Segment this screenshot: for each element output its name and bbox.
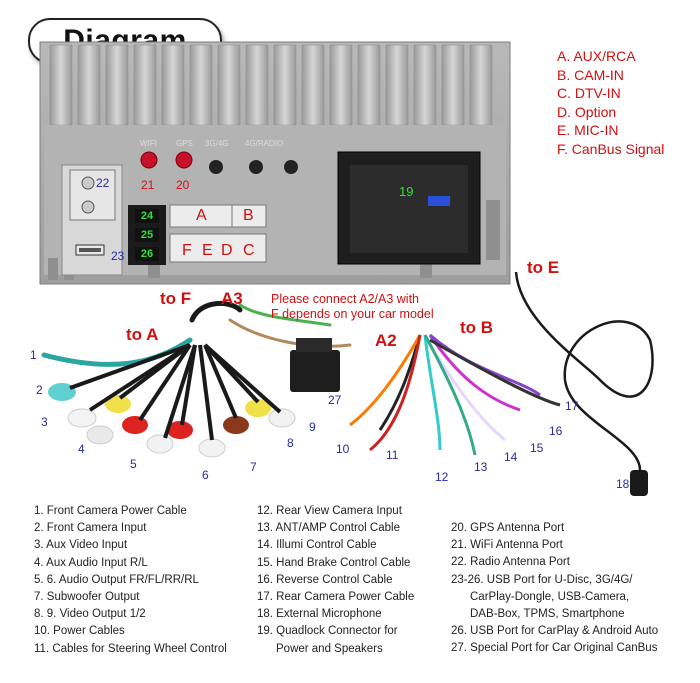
description-item: 11. Cables for Steering Wheel Control — [34, 642, 227, 655]
legend-item: F. CanBus Signal — [557, 140, 665, 157]
port-22-label: 22 — [96, 176, 110, 190]
note-line: F depends on your car model — [271, 307, 434, 321]
cable-6-label: 6 — [202, 468, 209, 482]
description-item: CarPlay-Dongle, USB-Camera, — [470, 590, 630, 603]
port-26-label: 26 — [135, 247, 159, 261]
connector-e: E — [202, 242, 213, 259]
cable-12-label: 12 — [435, 470, 449, 484]
description-item: 8. 9. Video Output 1/2 — [34, 608, 146, 621]
cable-5-label: 5 — [130, 457, 137, 471]
to-e-callout: to E — [527, 258, 560, 277]
description-item: 21. WiFi Antenna Port — [451, 539, 563, 552]
cable-27-label: 27 — [328, 393, 342, 407]
description-item: 14. Illumi Control Cable — [257, 539, 377, 552]
description-item: 4. Aux Audio Input R/L — [34, 556, 148, 569]
description-item: 22. Radio Antenna Port — [451, 556, 570, 569]
port-21-label: 21 — [141, 178, 155, 192]
connection-note: Please connect A2/A3 with F depends on y… — [271, 292, 434, 322]
cable-11-label: 11 — [386, 448, 399, 462]
cable-2-label: 2 — [36, 383, 43, 397]
description-item: 17. Rear Camera Power Cable — [257, 591, 415, 604]
cable-7-label: 7 — [250, 460, 257, 474]
connector-f: F — [182, 242, 192, 259]
legend: A. AUX/RCA B. CAM-IN C. DTV-IN D. Option… — [557, 47, 664, 158]
radio-label: 4G/RADIO — [245, 139, 284, 148]
legend-item: C. DTV-IN — [557, 85, 621, 101]
3g4g-label: 3G/4G — [205, 139, 229, 148]
description-item: 10. Power Cables — [34, 625, 125, 638]
cable-14-label: 14 — [504, 450, 518, 464]
description-item: 27. Special Port for Car Original CanBus — [451, 642, 658, 655]
description-item: 20. GPS Antenna Port — [451, 522, 565, 534]
cable-3-label: 3 — [41, 415, 48, 429]
description-item: 26. USB Port for CarPlay & Android Auto — [451, 625, 659, 638]
port-19-label: 19 — [399, 184, 414, 199]
to-f-callout: to F — [160, 289, 192, 308]
legend-item: E. MIC-IN — [557, 122, 619, 138]
port-25-label: 25 — [135, 228, 159, 242]
description-item: 13. ANT/AMP Control Cable — [257, 522, 400, 535]
descriptions-column-2: 12. Rear View Camera Input 13. ANT/AMP C… — [257, 503, 414, 658]
description-item: 23-26. USB Port for U-Disc, 3G/4G/ — [451, 573, 633, 586]
cable-15-label: 15 — [530, 441, 544, 455]
description-item: 19. Quadlock Connector for — [257, 625, 398, 638]
connector-c: C — [243, 242, 255, 259]
description-item: DAB-Box, TPMS, Smartphone — [470, 608, 625, 621]
a3-callout: A3 — [221, 289, 243, 308]
cable-17-label: 17 — [565, 399, 579, 413]
description-item: 18. External Microphone — [257, 608, 382, 621]
port-20-label: 20 — [176, 178, 190, 192]
a2-callout: A2 — [375, 331, 397, 350]
description-item: 1. Front Camera Power Cable — [34, 505, 187, 517]
cable-13-label: 13 — [474, 460, 488, 474]
wifi-label: WIFI — [140, 139, 157, 148]
cable-18-label: 18 — [616, 477, 630, 491]
to-b-callout: to B — [460, 318, 494, 337]
cable-1-label: 1 — [30, 348, 37, 362]
cable-16-label: 16 — [549, 424, 563, 438]
port-24-label: 24 — [135, 209, 159, 223]
cable-8-label: 8 — [287, 436, 294, 450]
description-item: 5. 6. Audio Output FR/FL/RR/RL — [34, 573, 199, 586]
description-item: 16. Reverse Control Cable — [257, 573, 393, 586]
description-item: 15. Hand Brake Control Cable — [257, 556, 411, 569]
legend-item: D. Option — [557, 103, 617, 120]
descriptions-column-1: 1. Front Camera Power Cable 2. Front Cam… — [34, 503, 227, 658]
descriptions-column-3: 20. GPS Antenna Port 21. WiFi Antenna Po… — [451, 520, 658, 658]
note-line: Please connect A2/A3 with — [271, 292, 420, 306]
connector-a: A — [196, 207, 207, 224]
connector-d: D — [221, 242, 233, 259]
cable-9-label: 9 — [309, 420, 316, 434]
port-23-label: 23 — [111, 249, 125, 263]
gps-label: GPS — [176, 139, 193, 148]
legend-item: A. AUX/RCA — [557, 48, 636, 64]
description-item: 2. Front Camera Input — [34, 522, 147, 535]
to-a-callout: to A — [126, 325, 159, 344]
description-item: 3. Aux Video Input — [34, 539, 128, 552]
legend-item: B. CAM-IN — [557, 66, 624, 83]
description-item: 12. Rear View Camera Input — [257, 505, 402, 517]
description-item: Power and Speakers — [276, 642, 383, 655]
cable-10-label: 10 — [336, 442, 350, 456]
cable-4-label: 4 — [78, 442, 85, 456]
connector-b: B — [243, 207, 254, 224]
description-item: 7. Subwoofer Output — [34, 591, 140, 604]
